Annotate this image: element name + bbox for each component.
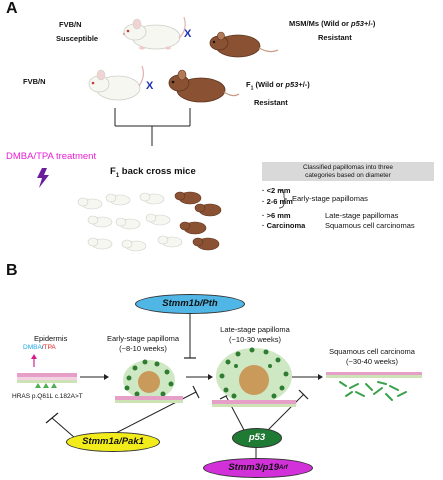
cross-mid-symbol: X bbox=[146, 80, 154, 92]
early-papilloma-image bbox=[115, 359, 183, 403]
panel-a-label: A bbox=[6, 0, 18, 17]
late-papilloma-weeks: (~10-30 weeks) bbox=[229, 335, 281, 344]
backcross-mice-icon bbox=[77, 191, 222, 252]
resistant-top-label: Resistant bbox=[318, 33, 352, 42]
category-brace bbox=[278, 189, 288, 209]
backcross-label: F1 back cross mice bbox=[110, 166, 196, 179]
white-mouse-top bbox=[122, 16, 186, 50]
classified-line-2: categories based on diameter bbox=[305, 172, 391, 179]
susceptible-label: Susceptible bbox=[56, 34, 99, 43]
panel-b-label: B bbox=[6, 262, 18, 279]
scc-label: Squamous cell carcinomas bbox=[325, 221, 415, 230]
gene-stmm1a-pak1: Stmm1a/Pak1 bbox=[66, 432, 160, 452]
scc-image bbox=[326, 372, 422, 401]
gene-p53: p53 bbox=[232, 428, 282, 448]
classification-box: Classified papillomas into three categor… bbox=[262, 162, 434, 181]
gene-stmm3-p19arf: Stmm3/p19Arf bbox=[203, 458, 313, 478]
fvbn-top-label: FVB/N bbox=[59, 20, 82, 29]
cross-top-symbol: X bbox=[184, 28, 192, 40]
backcross-mice-group bbox=[60, 180, 235, 260]
hras-label: HRAS p.Q61L c.182A>T bbox=[12, 393, 83, 400]
white-mouse-mid bbox=[88, 65, 145, 101]
early-stage-label: Early-stage papillomas bbox=[292, 194, 368, 203]
late-stage-label: Late-stage papillomas bbox=[325, 211, 399, 220]
epidermis-label: Epidermis bbox=[34, 334, 68, 343]
category-4: · Carcinoma bbox=[262, 221, 306, 230]
f1-label: F1 (Wild or p53+/-) bbox=[246, 80, 310, 92]
brown-mouse-top bbox=[209, 31, 279, 58]
early-papilloma-title: Early-stage papilloma bbox=[106, 334, 180, 343]
dmba-tpa-label: DMBA/TPA bbox=[23, 344, 56, 351]
resistant-mid-label: Resistant bbox=[254, 98, 288, 107]
brown-mouse-mid bbox=[168, 69, 240, 103]
inhibit-line-p53-right bbox=[267, 393, 305, 431]
gene-stmm1b-pth: Stmm1b/Pth bbox=[135, 294, 245, 314]
fvbn-mid-label: FVB/N bbox=[23, 77, 46, 86]
epidermis-skin bbox=[17, 373, 77, 388]
inhibit-line-pak1-left bbox=[51, 417, 76, 439]
lightning-icon bbox=[37, 168, 49, 188]
scc-weeks: (~30-40 weeks) bbox=[346, 357, 398, 366]
category-2: · 2-6 mm bbox=[262, 197, 293, 206]
category-1: · <2 mm bbox=[262, 186, 291, 195]
msm-label: MSM/Ms (Wild or p53+/-) bbox=[289, 19, 376, 28]
classified-line-1: Classified papillomas into three bbox=[303, 164, 393, 171]
category-3: · >6 mm bbox=[262, 211, 291, 220]
late-papilloma-title: Late-stage papilloma bbox=[220, 325, 290, 334]
treatment-label: DMBA/TPA treatment bbox=[6, 151, 97, 162]
scc-title: Squamous cell carcinoma bbox=[329, 347, 415, 356]
early-papilloma-weeks: (~8-10 weeks) bbox=[119, 344, 167, 353]
late-papilloma-image bbox=[212, 347, 296, 407]
